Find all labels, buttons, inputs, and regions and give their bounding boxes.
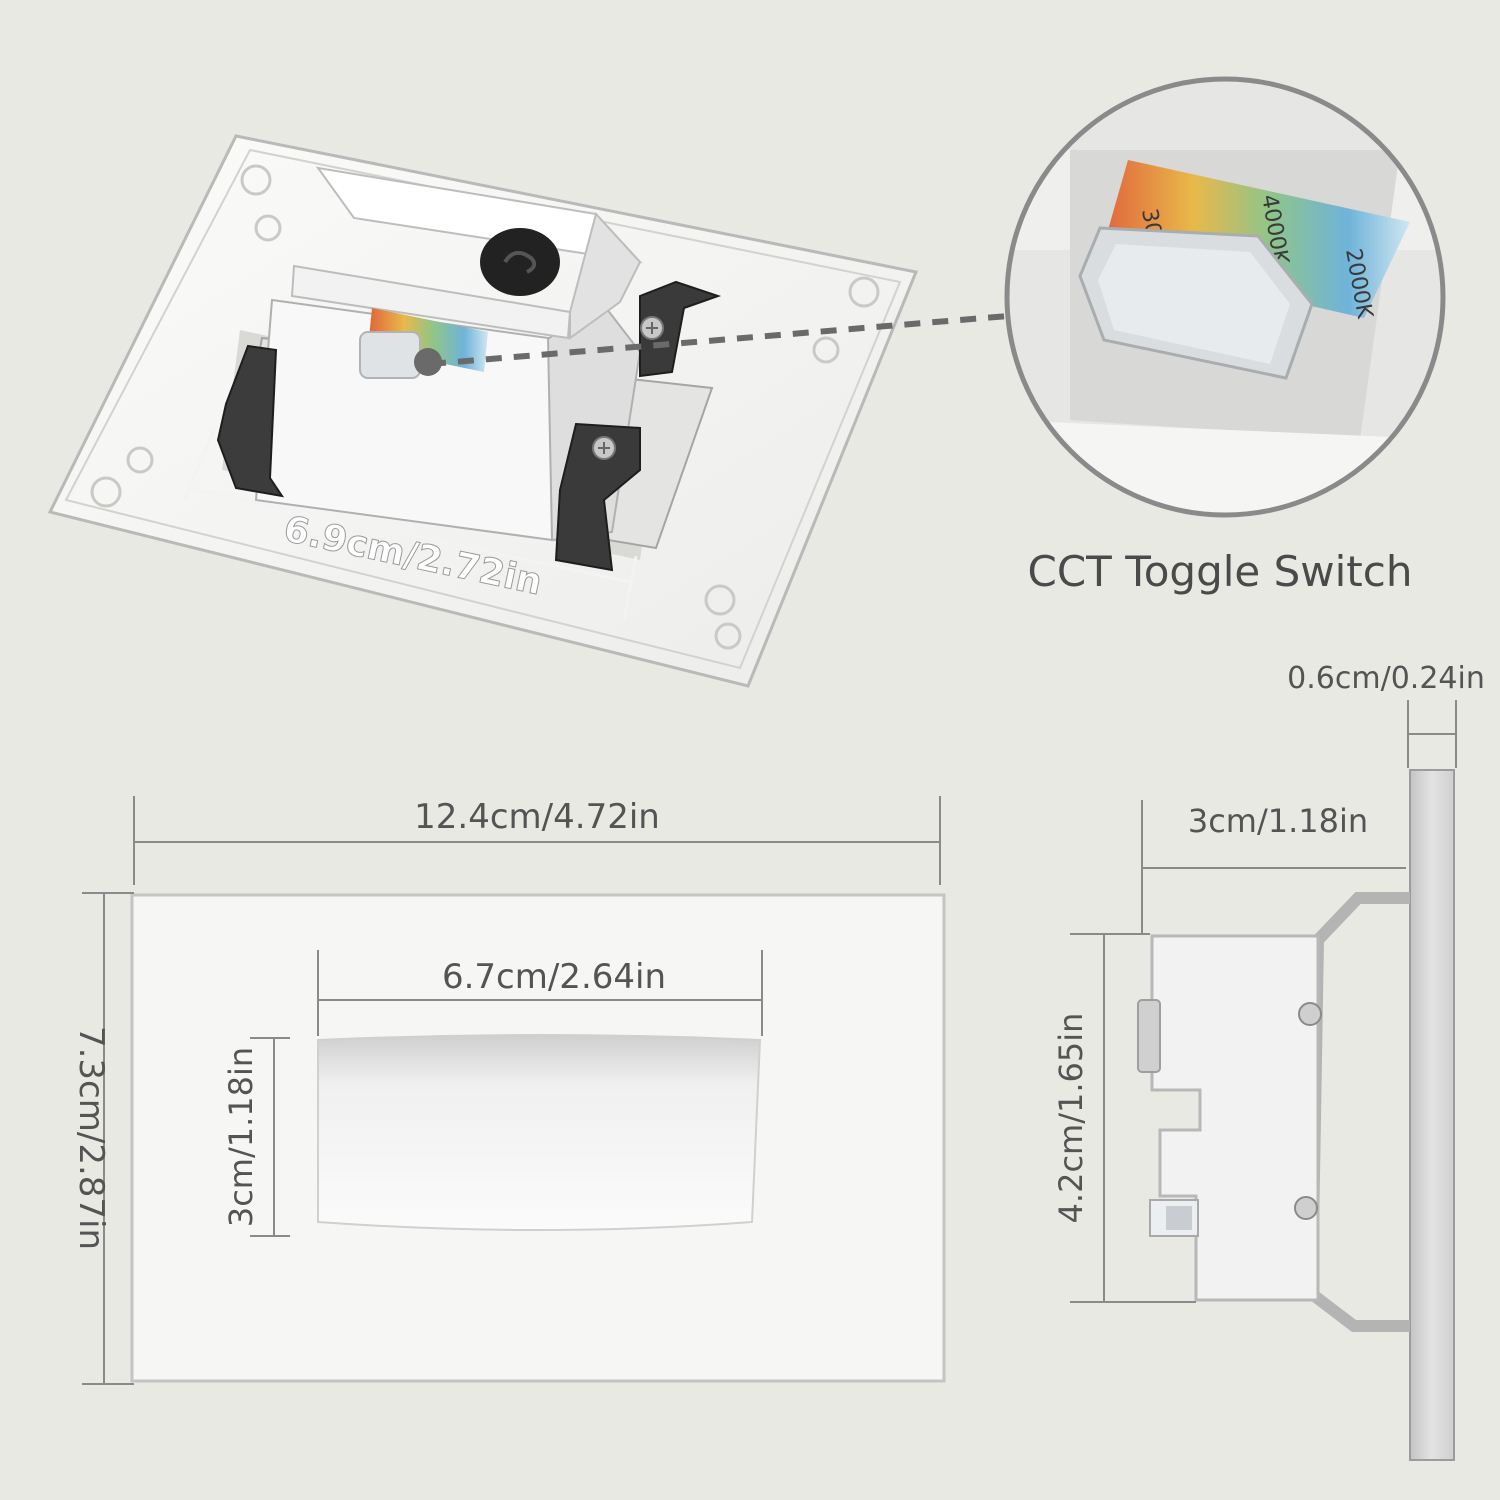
back-view-photo — [47, 134, 919, 688]
zoom-leader-line — [429, 313, 1009, 367]
cct-switch-knob-small — [359, 331, 421, 379]
plate-mounting-bosses — [90, 164, 880, 650]
right-spring-clip-top — [639, 280, 722, 378]
body-depth-dimension — [1141, 800, 1406, 934]
faceplate-thickness-label: 0.6cm/0.24in — [1287, 661, 1485, 696]
light-opening — [317, 1034, 762, 1231]
right-spring-clip-bottom — [554, 422, 641, 572]
toggle-switch-zoom: 3000K 4000K 2000K — [1004, 76, 1446, 518]
driver-body-side — [1150, 934, 1320, 1302]
plate-height-label: 7.3cm/2.87in — [71, 1026, 111, 1250]
side-view — [1137, 769, 1455, 1461]
zoom-circle-border — [1004, 76, 1446, 518]
body-height-label: 4.2cm/1.65in — [1052, 1013, 1090, 1224]
cable-grommet — [480, 228, 560, 296]
front-view — [130, 893, 946, 1383]
opening-width-dimension — [317, 950, 763, 1036]
toggle-switch-caption: CCT Toggle Switch — [1028, 547, 1413, 596]
plate-height-dimension — [82, 892, 134, 1385]
back-plate-inner-rim — [64, 148, 902, 670]
faceplate-side — [1409, 769, 1455, 1461]
back-module-width-dimension — [182, 429, 638, 621]
side-screw-1 — [1298, 1002, 1322, 1026]
left-spring-clip — [216, 344, 285, 498]
plate-width-label: 12.4cm/4.72in — [414, 797, 660, 837]
side-bracket — [1305, 892, 1410, 1332]
plate-width-dimension — [133, 796, 941, 885]
cct-label-strip — [368, 308, 488, 372]
zoom-marker — [414, 348, 442, 376]
top-block-front — [290, 264, 572, 340]
faceplate-thickness-dimension — [1407, 700, 1457, 768]
opening-height-dimension — [250, 1037, 290, 1237]
opening-width-label: 6.7cm/2.64in — [442, 957, 666, 997]
side-screw-2 — [1294, 1196, 1318, 1220]
top-block-side — [569, 211, 642, 340]
body-height-dimension — [1070, 933, 1196, 1303]
body-depth-label: 3cm/1.18in — [1188, 802, 1368, 840]
grommet-side — [1137, 999, 1161, 1073]
opening-height-label: 3cm/1.18in — [222, 1047, 260, 1227]
